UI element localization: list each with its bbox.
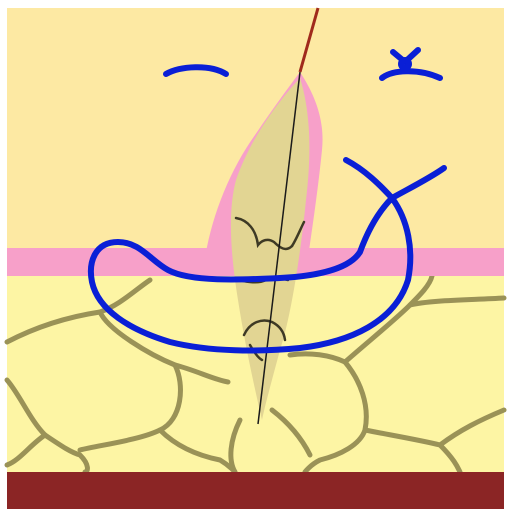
bottom-band [7,472,504,509]
